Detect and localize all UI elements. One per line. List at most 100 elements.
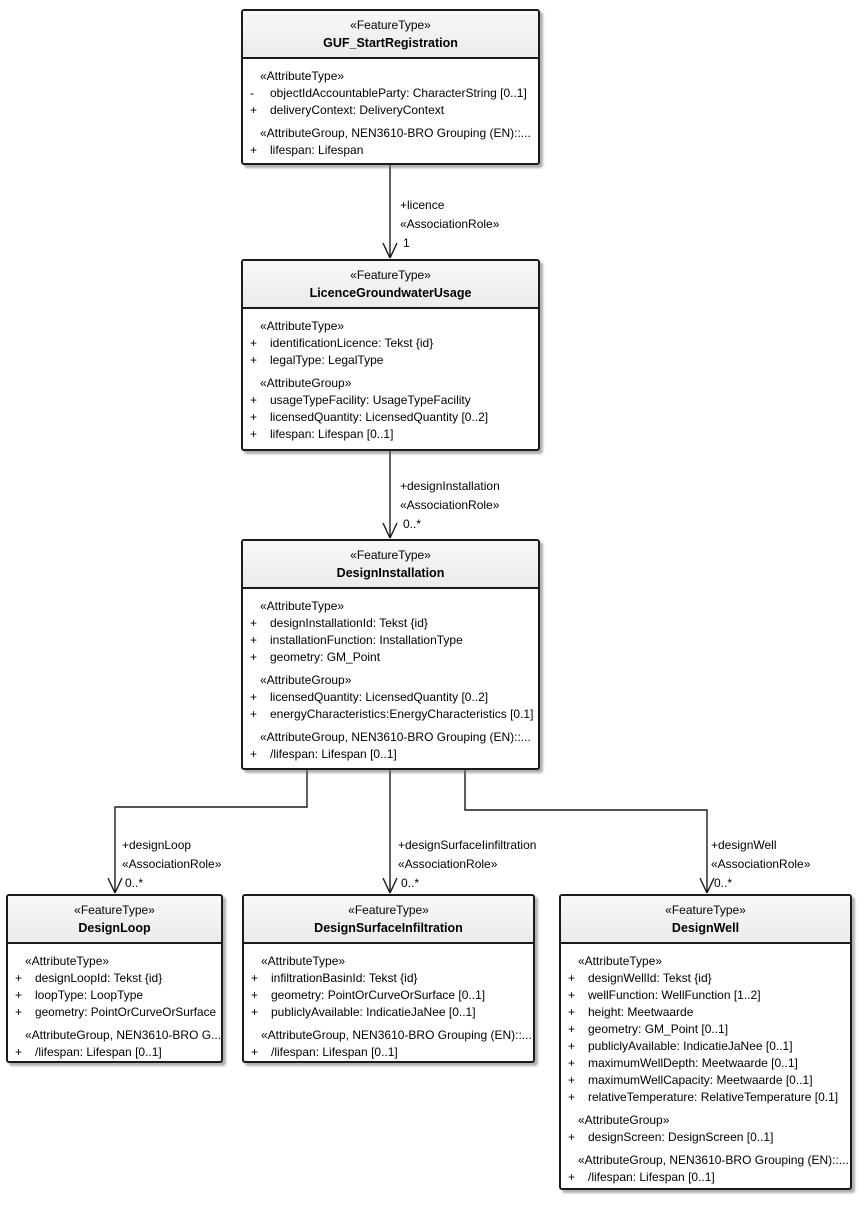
- association-stereotype: «AssociationRole»: [711, 857, 811, 871]
- attribute-row: +geometry: GM_Point [0..1]: [561, 1021, 850, 1038]
- association-multiplicity: 1: [403, 236, 410, 250]
- attribute-group-header: «AttributeGroup, NEN3610-BRO Grouping (E…: [261, 1028, 532, 1042]
- class-attributes: «AttributeType»+infiltrationBasinId: Tek…: [244, 944, 533, 1061]
- attribute-text: /lifespan: Lifespan [0..1]: [588, 1170, 715, 1184]
- attribute-text: energyCharacteristics:EnergyCharacterist…: [270, 707, 534, 721]
- class-design-well[interactable]: «FeatureType» DesignWell «AttributeType»…: [559, 894, 852, 1190]
- attribute-group-header: «AttributeGroup»: [260, 376, 352, 390]
- class-name: LicenceGroundwaterUsage: [309, 286, 472, 300]
- attribute-text: publiclyAvailable: IndicatieJaNee [0..1]: [271, 1005, 476, 1019]
- attribute-text: designWellId: Tekst {id}: [588, 971, 712, 985]
- attribute-row: + /lifespan: Lifespan [0..1]: [561, 1169, 850, 1186]
- class-name: GUF_StartRegistration: [323, 36, 458, 50]
- association-label-design-surface-infiltration: +designSurfaceIinfiltration «Association…: [398, 836, 536, 893]
- association-licence-line[interactable]: [382, 165, 398, 259]
- class-stereotype: «FeatureType»: [665, 903, 746, 917]
- attribute-text: maximumWellCapacity: Meetwaarde [0..1]: [588, 1073, 813, 1087]
- attribute-row: +infiltrationBasinId: Tekst {id}: [244, 970, 533, 987]
- association-role-name: +licence: [400, 198, 445, 212]
- attribute-group-header: «AttributeGroup»: [578, 1113, 670, 1127]
- attribute-row: +geometry: PointOrCurveOrSurface: [8, 1004, 221, 1021]
- visibility-marker: +: [568, 1039, 576, 1053]
- attribute-row: +designLoopId: Tekst {id}: [8, 970, 221, 987]
- visibility-marker: +: [250, 633, 258, 647]
- attribute-row: + installationFunction: InstallationType: [243, 632, 538, 649]
- attribute-row: +identificationLicence: Tekst {id}: [243, 335, 538, 352]
- class-stereotype: «FeatureType»: [74, 903, 155, 917]
- attribute-text: objectIdAccountableParty: CharacterStrin…: [270, 86, 527, 100]
- attribute-text: /lifespan: Lifespan [0..1]: [271, 1045, 398, 1059]
- attribute-text: publiclyAvailable: IndicatieJaNee [0..1]: [588, 1039, 793, 1053]
- visibility-marker: +: [250, 650, 258, 664]
- visibility-marker: +: [251, 1005, 259, 1019]
- association-design-surface-infiltration-line[interactable]: [382, 770, 398, 894]
- visibility-marker: +: [568, 988, 576, 1002]
- visibility-marker: +: [250, 410, 258, 424]
- class-guf-startregistration[interactable]: «FeatureType» GUF_StartRegistration «Att…: [241, 9, 540, 165]
- class-stereotype: «FeatureType»: [350, 18, 431, 32]
- attribute-text: loopType: LoopType: [35, 988, 144, 1002]
- attribute-group-header: «AttributeType»: [260, 599, 345, 613]
- attribute-group-header: «AttributeType»: [260, 69, 345, 83]
- attribute-text: height: Meetwaarde: [588, 1005, 694, 1019]
- association-stereotype: «AssociationRole»: [400, 498, 500, 512]
- class-header: «FeatureType» DesignInstallation: [243, 541, 538, 589]
- visibility-marker: +: [251, 988, 259, 1002]
- association-label-design-installation: +designInstallation «AssociationRole» 0.…: [400, 477, 500, 534]
- association-stereotype: «AssociationRole»: [400, 217, 500, 231]
- attribute-text: relativeTemperature: RelativeTemperature…: [588, 1090, 839, 1104]
- attribute-text: usageTypeFacility: UsageTypeFacility: [270, 393, 471, 407]
- association-role-name: +designLoop: [122, 838, 192, 852]
- attribute-text: identificationLicence: Tekst {id}: [270, 336, 434, 350]
- attribute-text: installationFunction: InstallationType: [270, 633, 463, 647]
- visibility-marker: +: [250, 707, 258, 721]
- association-multiplicity: 0..*: [403, 517, 422, 531]
- attribute-text: geometry: GM_Point [0..1]: [588, 1022, 729, 1036]
- visibility-marker: +: [250, 143, 258, 157]
- class-stereotype: «FeatureType»: [348, 903, 429, 917]
- visibility-marker: +: [568, 971, 576, 985]
- attribute-row: -objectIdAccountableParty: CharacterStri…: [243, 85, 538, 102]
- class-design-loop[interactable]: «FeatureType» DesignLoop «AttributeType»…: [6, 894, 223, 1063]
- attribute-row: + lifespan: Lifespan: [243, 142, 538, 159]
- attribute-row: +/lifespan: Lifespan [0..1]: [8, 1044, 221, 1061]
- visibility-marker: +: [568, 1170, 576, 1184]
- association-role-name: +designSurfaceIinfiltration: [398, 838, 537, 852]
- visibility-marker: +: [568, 1005, 576, 1019]
- attribute-row: + geometry: PointOrCurveOrSurface [0..1]: [244, 987, 533, 1004]
- visibility-marker: +: [250, 690, 258, 704]
- class-attributes: «AttributeType»+designInstallationId: Te…: [243, 589, 538, 763]
- attribute-row: +licensedQuantity: LicensedQuantity [0..…: [243, 409, 538, 426]
- class-stereotype: «FeatureType»: [350, 268, 431, 282]
- class-design-surface-infiltration[interactable]: «FeatureType» DesignSurfaceInfiltration …: [242, 894, 535, 1063]
- class-licence-groundwater-usage[interactable]: «FeatureType» LicenceGroundwaterUsage «A…: [241, 259, 540, 451]
- attribute-text: designLoopId: Tekst {id}: [35, 971, 163, 985]
- attribute-text: geometry: PointOrCurveOrSurface [0..1]: [271, 988, 486, 1002]
- visibility-marker: +: [568, 1056, 576, 1070]
- class-header: «FeatureType» GUF_StartRegistration: [243, 11, 538, 59]
- association-role-name: +designWell: [711, 838, 777, 852]
- class-stereotype: «FeatureType»: [350, 548, 431, 562]
- class-attributes: «AttributeType»+designWellId: Tekst {id}…: [561, 944, 850, 1186]
- attribute-row: + publiclyAvailable: IndicatieJaNee [0..1…: [561, 1038, 850, 1055]
- attribute-text: legalType: LegalType: [270, 353, 384, 367]
- attribute-text: designInstallationId: Tekst {id}: [270, 616, 428, 630]
- visibility-marker: +: [251, 971, 259, 985]
- attribute-row: +designInstallationId: Tekst {id}: [243, 615, 538, 632]
- attribute-text: lifespan: Lifespan [0..1]: [270, 427, 394, 441]
- class-name: DesignWell: [671, 921, 740, 935]
- visibility-marker: +: [250, 747, 258, 761]
- association-design-installation-line[interactable]: [382, 451, 398, 539]
- visibility-marker: +: [250, 353, 258, 367]
- attribute-text: /lifespan: Lifespan [0..1]: [270, 747, 397, 761]
- attribute-row: + legalType: LegalType: [243, 352, 538, 369]
- class-header: «FeatureType» DesignSurfaceInfiltration: [244, 896, 533, 944]
- attribute-text: lifespan: Lifespan: [270, 143, 364, 157]
- attribute-text: deliveryContext: DeliveryContext: [270, 103, 445, 117]
- attribute-row: +loopType: LoopType: [8, 987, 221, 1004]
- attribute-row: + energyCharacteristics:EnergyCharacteris…: [243, 706, 538, 723]
- visibility-marker: +: [15, 1045, 23, 1059]
- class-design-installation[interactable]: «FeatureType» DesignInstallation «Attrib…: [241, 539, 540, 770]
- attribute-text: licensedQuantity: LicensedQuantity [0..2…: [270, 690, 489, 704]
- attribute-group-header: «AttributeType»: [25, 954, 110, 968]
